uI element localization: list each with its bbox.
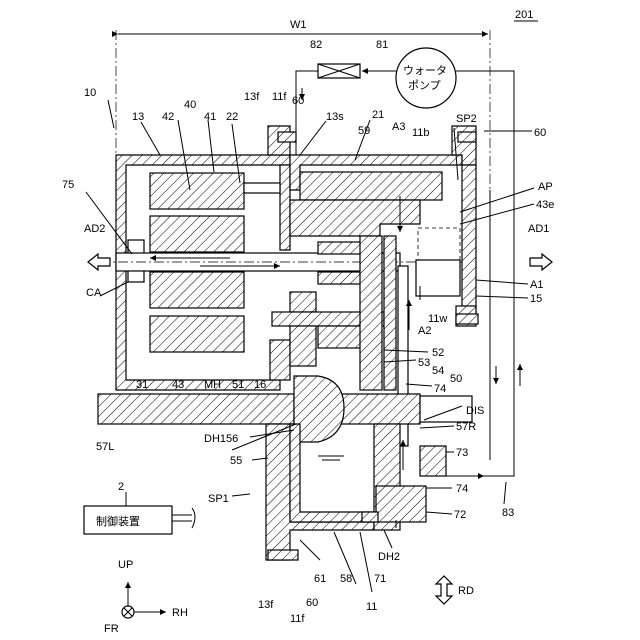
label-22: 22 xyxy=(226,111,238,123)
label-rh: RH xyxy=(172,607,188,619)
label-57l: 57L xyxy=(96,441,114,453)
strainer-71 xyxy=(362,512,378,522)
motor-housing-right-wall xyxy=(280,165,290,250)
right-outer-wall-15 xyxy=(462,165,476,320)
label-ca: CA xyxy=(86,287,102,299)
oil-device-box xyxy=(416,260,460,296)
label-74-upper: 74 xyxy=(434,383,446,395)
rd-direction-arrow xyxy=(436,576,452,604)
label-13s: 13s xyxy=(326,111,344,123)
label-83: 83 xyxy=(502,507,514,519)
label-52: 52 xyxy=(432,347,444,359)
label-57r: 57R xyxy=(456,421,476,433)
label-15: 15 xyxy=(530,293,542,305)
label-31: 31 xyxy=(136,379,148,391)
label-ad1: AD1 xyxy=(528,223,549,235)
label-42: 42 xyxy=(162,111,174,123)
label-w1: W1 xyxy=(290,19,307,31)
label-up: UP xyxy=(118,559,133,571)
wall-11b xyxy=(384,236,396,390)
lower-flange-bolt-60 xyxy=(268,550,298,560)
label-16: 16 xyxy=(254,379,266,391)
stator-lower-core-43 xyxy=(150,272,244,308)
label-56: 56 xyxy=(226,433,238,445)
upper-flange-bolt-left-60 xyxy=(278,132,296,142)
label-21: 21 xyxy=(372,109,384,121)
label-50: 50 xyxy=(450,373,462,385)
label-60-top-right: 60 xyxy=(534,127,546,139)
inner-block-13s xyxy=(300,172,442,200)
label-54: 54 xyxy=(432,365,444,377)
oil-pump-72 xyxy=(376,486,426,522)
label-a3: A3 xyxy=(392,121,405,133)
stator-lower-41 xyxy=(150,316,244,352)
label-43: 43 xyxy=(172,379,184,391)
label-13: 13 xyxy=(132,111,144,123)
water-pump-label-line2: ポンプ xyxy=(408,79,441,92)
control-device-label: 制御装置 xyxy=(96,514,140,528)
support-wall-50 xyxy=(360,236,382,390)
label-81: 81 xyxy=(376,39,388,51)
lower-housing-11 xyxy=(266,424,374,560)
label-11f-bottom: 11f xyxy=(290,613,305,625)
figure-number: 201 xyxy=(515,9,533,21)
label-2: 2 xyxy=(118,481,124,493)
label-a1: A1 xyxy=(530,279,543,291)
label-10: 10 xyxy=(84,87,96,99)
label-72: 72 xyxy=(454,509,466,521)
axial-direction-arrow-ad1 xyxy=(530,254,552,270)
label-43e: 43e xyxy=(536,199,554,211)
label-55: 55 xyxy=(230,455,242,467)
label-a2: A2 xyxy=(418,325,431,337)
label-dh1: DH1 xyxy=(204,433,226,445)
stator-upper-core-42 xyxy=(150,216,244,252)
label-60-top-left: 60 xyxy=(292,95,304,107)
label-41: 41 xyxy=(204,111,216,123)
label-sp1: SP1 xyxy=(208,493,229,505)
label-74-lower: 74 xyxy=(456,483,468,495)
gear-51 xyxy=(290,326,316,366)
label-58: 58 xyxy=(340,573,352,585)
water-pump-label-line1: ウォータ xyxy=(403,64,447,77)
label-40: 40 xyxy=(184,99,196,111)
label-11: 11 xyxy=(366,601,377,613)
label-13f-bottom: 13f xyxy=(258,599,274,611)
differential-gear-56 xyxy=(294,376,344,442)
axial-direction-arrow-ad2 xyxy=(88,254,110,270)
label-71: 71 xyxy=(374,573,386,585)
stator-upper-41 xyxy=(150,173,244,209)
left-axle-57L xyxy=(98,394,294,424)
housing-flange-middle xyxy=(270,340,290,380)
right-axle-57R xyxy=(336,394,420,424)
label-73: 73 xyxy=(456,447,468,459)
label-sp2: SP2 xyxy=(456,113,477,125)
oil-pump-73 xyxy=(420,446,446,476)
label-59: 59 xyxy=(358,125,370,137)
label-53: 53 xyxy=(418,357,430,369)
control-signal-break xyxy=(192,508,195,528)
water-pump xyxy=(396,48,456,108)
gear-small-left xyxy=(290,292,316,312)
label-51: 51 xyxy=(232,379,244,391)
label-60-bottom: 60 xyxy=(306,597,318,609)
label-dh2: DH2 xyxy=(378,551,400,563)
label-75: 75 xyxy=(62,179,74,191)
label-11f-top: 11f xyxy=(272,91,287,103)
label-82: 82 xyxy=(310,39,322,51)
right-flange-bolt-60 xyxy=(456,314,478,324)
label-11b: 11b xyxy=(412,127,430,139)
label-ad2: AD2 xyxy=(84,223,105,235)
label-11w: 11w xyxy=(428,313,447,325)
label-13f-top: 13f xyxy=(244,91,260,103)
upper-flange-bolt-right-60 xyxy=(458,132,476,142)
coil-end-40-upper xyxy=(244,183,280,193)
label-fr: FR xyxy=(104,623,119,635)
label-mh: MH xyxy=(204,379,221,391)
label-rd: RD xyxy=(458,585,474,597)
label-61: 61 xyxy=(314,573,326,585)
label-ap: AP xyxy=(538,181,553,193)
label-dis: DIS xyxy=(466,405,484,417)
